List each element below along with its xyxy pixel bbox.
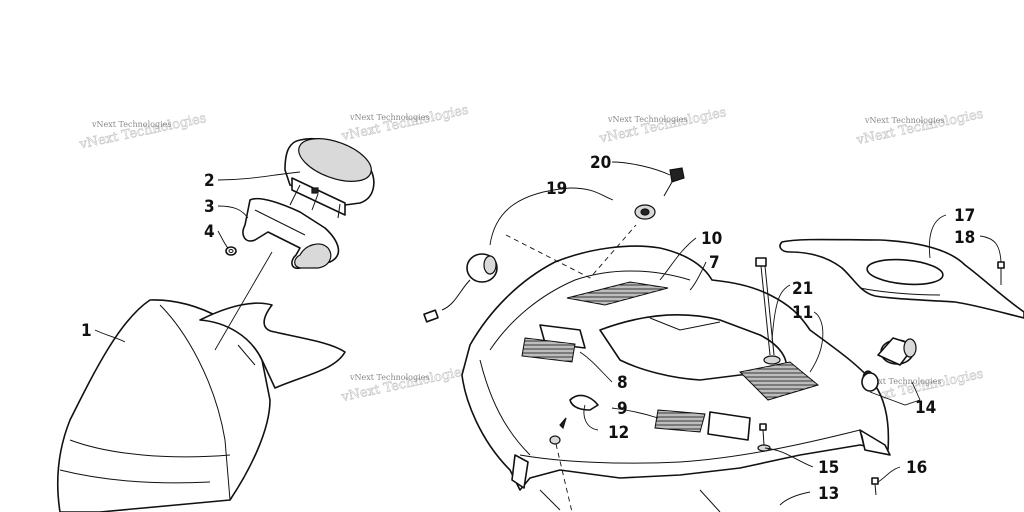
callout-9: 9: [617, 399, 628, 419]
callout-17: 17: [954, 206, 975, 226]
screw-15-part: [757, 423, 771, 452]
watermark-ghost: vNext Technologies: [854, 107, 984, 149]
callout-10: 10: [701, 229, 722, 249]
watermark-text: vNext Technologies: [864, 116, 944, 125]
screw-16-part: [871, 477, 879, 496]
callout-12: 12: [608, 423, 629, 443]
bolt-20-part: [663, 167, 685, 197]
callout-19: 19: [546, 179, 567, 199]
callout-15: 15: [818, 458, 839, 478]
side-panel-part: [779, 238, 1024, 319]
callout-1: 1: [81, 321, 92, 341]
grommet-part: [225, 246, 237, 256]
screw-18-part: [997, 261, 1005, 285]
callout-7: 7: [709, 253, 720, 273]
callout-18: 18: [954, 228, 975, 248]
callout-14: 14: [915, 398, 936, 418]
watermark-text: vNext Technologies: [861, 377, 941, 386]
front-fender-part: [56, 299, 346, 512]
gauge-bezel-part: [242, 197, 340, 270]
decal-group: [521, 281, 820, 433]
watermark-ghost: vNext Technologies: [597, 105, 727, 147]
callout-labels: 1 2 3 4 7 8 9 10 11 12 13 14 15 16 17 18…: [81, 153, 975, 504]
decal-11: [738, 361, 820, 401]
callout-13: 13: [818, 484, 839, 504]
watermark-ghost: vNext Technologies: [339, 103, 469, 145]
callout-3: 3: [204, 197, 215, 217]
watermark-ghost: vNext Technologies: [339, 364, 469, 406]
washer-part: [634, 204, 656, 220]
decal-10: [566, 281, 669, 306]
callout-8: 8: [617, 373, 628, 393]
watermark-ghost: vNext Technologies: [77, 111, 207, 153]
callout-4: 4: [204, 222, 215, 242]
speedometer-gauge-part: [284, 138, 375, 219]
front-hood-part: [461, 245, 891, 512]
callout-11: 11: [792, 303, 813, 323]
light-assembly-part: [861, 337, 917, 392]
decal-8: [521, 337, 576, 363]
decal-9: [654, 409, 706, 433]
watermark-text: vNext Technologies: [91, 120, 171, 129]
callout-16: 16: [906, 458, 927, 478]
callout-20: 20: [590, 153, 611, 173]
callout-21: 21: [792, 279, 813, 299]
callout-2: 2: [204, 171, 215, 191]
leader-lines-left: [94, 171, 301, 351]
watermark-text: vNext Technologies: [349, 113, 429, 122]
leader-lines-right: [489, 161, 1002, 506]
watermark-text: vNext Technologies: [607, 115, 687, 124]
watermark-text: vNext Technologies: [349, 373, 429, 382]
plug-12-part: [549, 394, 599, 512]
horn-switch-part: [423, 253, 498, 323]
screw-21-part: [755, 257, 781, 365]
